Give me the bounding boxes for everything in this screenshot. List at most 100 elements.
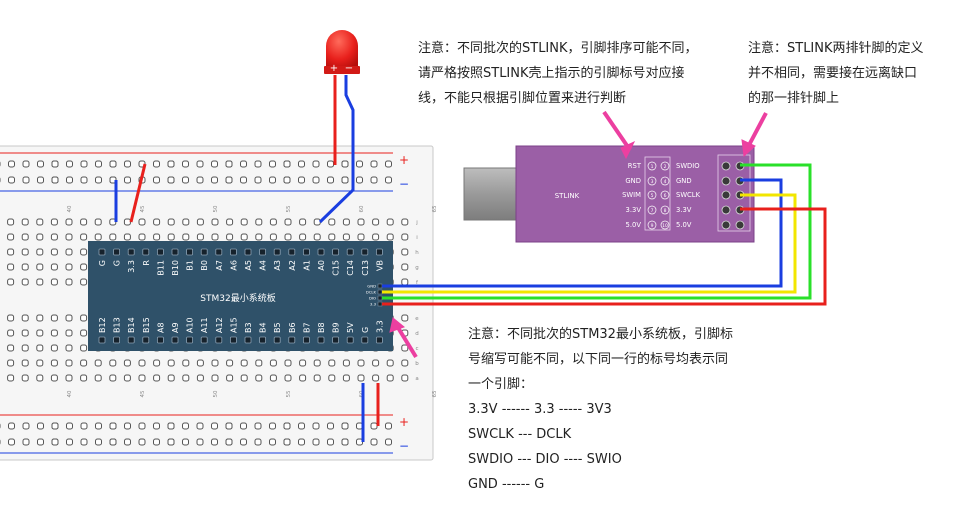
- breadboard-hole: [341, 438, 349, 446]
- stlink-left-label: GND: [625, 177, 641, 185]
- stm32-pin: [215, 248, 223, 256]
- stm32-pin: [375, 248, 383, 256]
- breadboard-hole: [50, 374, 58, 382]
- led-cathode-wire: [318, 75, 355, 224]
- jumper-red-top: [129, 163, 147, 223]
- stm32-pin-label: B12: [98, 317, 107, 333]
- breadboard-hole: [328, 218, 336, 226]
- stm32-pin: [244, 336, 252, 344]
- stlink-right-label: 3.3V: [676, 206, 692, 214]
- stlink-pin-number: 6: [664, 193, 667, 199]
- breadboard-hole: [51, 160, 59, 168]
- breadboard-hole: [167, 160, 175, 168]
- note-line: 的那一排针脚上: [748, 91, 840, 106]
- note-line: 注意：不同批次的STLINK，引脚排序可能不同，: [418, 41, 698, 56]
- stm32-pin-label: B9: [332, 322, 341, 333]
- breadboard-hole: [211, 438, 218, 446]
- breadboard-hole: [21, 359, 29, 367]
- stm32-pin-label: A9: [171, 322, 180, 333]
- breadboard-hole: [182, 374, 190, 382]
- breadboard-hole: [109, 438, 117, 446]
- breadboard-hole: [66, 176, 73, 184]
- breadboard-hole: [386, 218, 394, 226]
- breadboard-hole: [123, 374, 131, 382]
- breadboard-hole: [80, 218, 88, 226]
- breadboard-hole: [80, 278, 88, 286]
- breadboard-hole: [21, 218, 29, 226]
- breadboard-hole: [328, 233, 336, 241]
- stm32-pin: [302, 336, 310, 344]
- breadboard-hole: [284, 374, 292, 382]
- breadboard-hole: [22, 160, 30, 168]
- breadboard-hole: [50, 344, 58, 352]
- stm32-pin-label: B0: [200, 260, 209, 271]
- breadboard-hole: [153, 422, 160, 430]
- stm32-pin-label: C13: [361, 260, 370, 276]
- breadboard-hole: [37, 160, 44, 168]
- stlink-pin-number-circle: [660, 220, 670, 230]
- stlink-pin-number: 4: [664, 179, 667, 185]
- breadboard-hole: [66, 438, 73, 446]
- note-line: GND ------ G: [468, 477, 545, 492]
- breadboard-hole: [51, 438, 59, 446]
- rail-minus-bottom: −: [399, 439, 409, 453]
- stm32-pin: [361, 336, 369, 344]
- breadboard-hole: [8, 176, 15, 184]
- breadboard-hole: [7, 329, 15, 337]
- breadboard-hole: [37, 176, 44, 184]
- note-line: 请严格按照STLINK壳上指示的引脚标号对应接: [418, 66, 685, 81]
- breadboard-hole: [211, 176, 218, 184]
- breadboard-hole: [80, 160, 88, 168]
- breadboard-hole: [36, 218, 44, 226]
- stm32-pin-label: A6: [229, 260, 238, 271]
- breadboard-hole: [167, 176, 175, 184]
- stm32-pin-label: G: [361, 327, 370, 333]
- breadboard-hole: [298, 176, 305, 184]
- stm32-pin: [288, 336, 296, 344]
- row-letter: f: [416, 280, 419, 286]
- breadboard-hole: [313, 374, 321, 382]
- breadboard-hole: [50, 359, 58, 367]
- breadboard-hole: [124, 438, 131, 446]
- arrow-pointer-icon: [602, 110, 632, 152]
- breadboard-hole: [240, 176, 247, 184]
- breadboard-hole: [255, 233, 263, 241]
- stlink-pin-number-circle: [647, 205, 657, 215]
- breadboard-hole: [312, 176, 320, 184]
- stlink-pin-number: 1: [651, 164, 654, 170]
- breadboard-hole: [226, 218, 234, 226]
- breadboard-hole: [255, 218, 263, 226]
- breadboard-hole: [269, 359, 277, 367]
- led-plus: +: [330, 63, 338, 74]
- breadboard-hole: [124, 160, 131, 168]
- breadboard-hole: [240, 359, 248, 367]
- breadboard-hole: [182, 438, 189, 446]
- breadboard-hole: [80, 329, 88, 337]
- stm32-pin: [98, 248, 106, 256]
- breadboard-hole: [313, 218, 321, 226]
- breadboard-hole: [370, 176, 378, 184]
- stm32-pin: [273, 336, 281, 344]
- stlink-header-pin: [721, 176, 731, 186]
- led-icon: + −: [324, 30, 360, 74]
- breadboard-hole: [80, 176, 88, 184]
- breadboard-hole: [240, 438, 247, 446]
- breadboard-hole: [401, 278, 409, 286]
- stm32-pin-label: B6: [288, 322, 297, 333]
- breadboard-hole: [269, 438, 276, 446]
- breadboard-hole: [255, 359, 263, 367]
- breadboard-hole: [7, 263, 15, 271]
- breadboard-hole: [327, 438, 334, 446]
- wire-red-3v3: [382, 207, 827, 306]
- breadboard-hole: [94, 374, 102, 382]
- breadboard-hole: [211, 160, 218, 168]
- column-number: 65: [432, 205, 438, 212]
- breadboard-hole: [372, 218, 380, 226]
- breadboard-hole: [7, 218, 15, 226]
- breadboard-hole: [226, 374, 234, 382]
- breadboard-hole: [65, 233, 73, 241]
- stm32-pin: [361, 248, 369, 256]
- breadboard-hole: [182, 218, 190, 226]
- breadboard-hole: [182, 233, 190, 241]
